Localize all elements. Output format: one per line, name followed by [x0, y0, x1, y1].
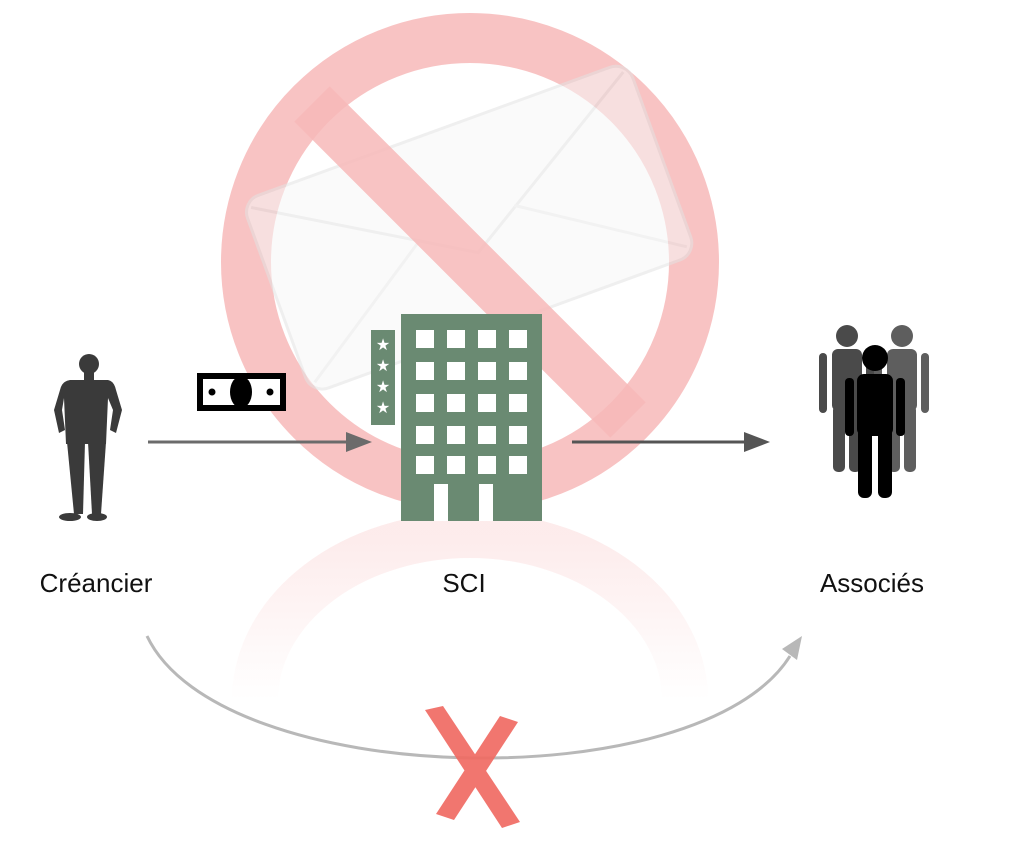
banknote-icon — [197, 373, 286, 411]
building-star: ★ — [376, 398, 390, 417]
building-window — [509, 330, 527, 348]
building-window — [447, 426, 465, 444]
building-star: ★ — [376, 335, 390, 354]
building-star: ★ — [376, 377, 390, 396]
building-window — [509, 362, 527, 380]
standing-person-icon — [54, 354, 122, 521]
building-window — [447, 362, 465, 380]
building-window — [509, 456, 527, 474]
building-window — [416, 362, 434, 380]
hotel-building-icon: ★ ★ ★ ★ — [371, 314, 542, 521]
person-front — [845, 345, 905, 498]
building-window — [478, 362, 496, 380]
arrow-sci-to-partners — [572, 432, 770, 452]
building-window — [478, 330, 496, 348]
building-window — [416, 394, 434, 412]
label-creancier: Créancier — [39, 568, 153, 598]
building-star: ★ — [376, 356, 390, 375]
building-window — [478, 394, 496, 412]
building-window — [478, 426, 496, 444]
red-cross-icon — [425, 706, 520, 828]
building-window — [447, 394, 465, 412]
building-window — [447, 330, 465, 348]
sign-reflection — [232, 512, 708, 701]
group-of-people-icon — [819, 325, 929, 498]
arrow-creditor-to-sci — [148, 432, 372, 452]
building-windows — [416, 330, 527, 474]
building-window — [509, 426, 527, 444]
building-stars: ★ ★ ★ ★ — [376, 335, 390, 417]
building-window — [478, 456, 496, 474]
label-sci: SCI — [442, 568, 486, 598]
building-window — [447, 456, 465, 474]
building-window — [416, 426, 434, 444]
building-window — [416, 456, 434, 474]
building-window — [416, 330, 434, 348]
building-window — [509, 394, 527, 412]
label-associes: Associés — [819, 568, 925, 598]
